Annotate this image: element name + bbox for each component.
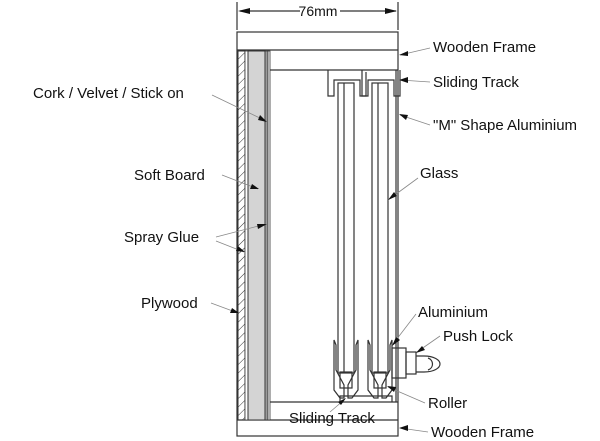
arrow-cork-velvet (258, 115, 267, 122)
roller-right (373, 371, 387, 389)
label-glass: Glass (420, 165, 458, 182)
labels-left: Cork / Velvet / Stick on Soft Board Spra… (33, 85, 267, 314)
arrow-push-lock (416, 346, 425, 353)
aluminium-left-outer (333, 339, 345, 399)
aluminium-right-inner (381, 339, 393, 399)
bottom-assembly (333, 339, 393, 402)
arrow-spray-glue-1 (257, 224, 267, 229)
label-soft-board: Soft Board (134, 167, 205, 184)
label-sliding-track-bottom-group: Sliding Track (289, 398, 375, 427)
dimension-label: 76mm (299, 3, 338, 19)
push-lock-knob-inner (427, 357, 434, 371)
glass-panel-right (371, 82, 389, 374)
bottom-sliding-track (339, 395, 393, 402)
frame-outer (236, 31, 399, 437)
cork-edge (267, 50, 271, 421)
label-wooden-frame-top: Wooden Frame (433, 39, 536, 56)
top-sliding-track (327, 70, 401, 402)
label-push-lock: Push Lock (443, 328, 514, 345)
arrow-spray-glue-2 (236, 246, 245, 252)
dimension-arrow-right (385, 8, 397, 14)
aluminium-right-outer (367, 339, 379, 399)
dimension-arrow-left (238, 8, 250, 14)
aluminium-left-inner (347, 339, 359, 399)
cork-layer (264, 50, 269, 421)
arrow-soft-board (250, 184, 259, 189)
leader-cork-velvet (211, 94, 267, 122)
arrow-sliding-track-bottom (338, 398, 346, 405)
push-lock-knob (416, 355, 441, 373)
label-aluminium: Aluminium (418, 304, 488, 321)
label-plywood: Plywood (141, 295, 198, 312)
arrow-wooden-frame-top (399, 51, 408, 56)
arrow-m-shape (399, 114, 408, 120)
arrow-aluminium (392, 337, 400, 346)
push-lock-neck (405, 351, 417, 375)
label-m-shape-aluminium: "M" Shape Aluminium (433, 117, 577, 134)
glass-panel-left (337, 82, 355, 374)
label-sliding-track-top: Sliding Track (433, 74, 519, 91)
roller-left (339, 371, 353, 389)
arrow-glass (388, 192, 397, 200)
arrow-sliding-track-top (399, 77, 408, 83)
dimension-76mm: 76mm (236, 2, 399, 30)
soft-board-layer (247, 50, 266, 421)
push-lock (391, 347, 441, 379)
arrow-roller (387, 386, 396, 392)
label-spray-glue: Spray Glue (124, 229, 199, 246)
push-lock-body (391, 347, 407, 379)
arrow-wooden-frame-bottom (399, 425, 408, 431)
labels-right: Wooden Frame Sliding Track "M" Shape Alu… (387, 39, 577, 441)
board-layers (237, 50, 271, 421)
glass-panels (337, 82, 389, 374)
label-wooden-frame-bottom: Wooden Frame (431, 424, 534, 441)
label-cork-velvet: Cork / Velvet / Stick on (33, 85, 184, 102)
label-sliding-track-bottom: Sliding Track (289, 410, 375, 427)
label-roller: Roller (428, 395, 467, 412)
plywood-layer (237, 50, 246, 421)
arrow-plywood (230, 308, 239, 313)
m-track-right-channel (361, 70, 401, 97)
